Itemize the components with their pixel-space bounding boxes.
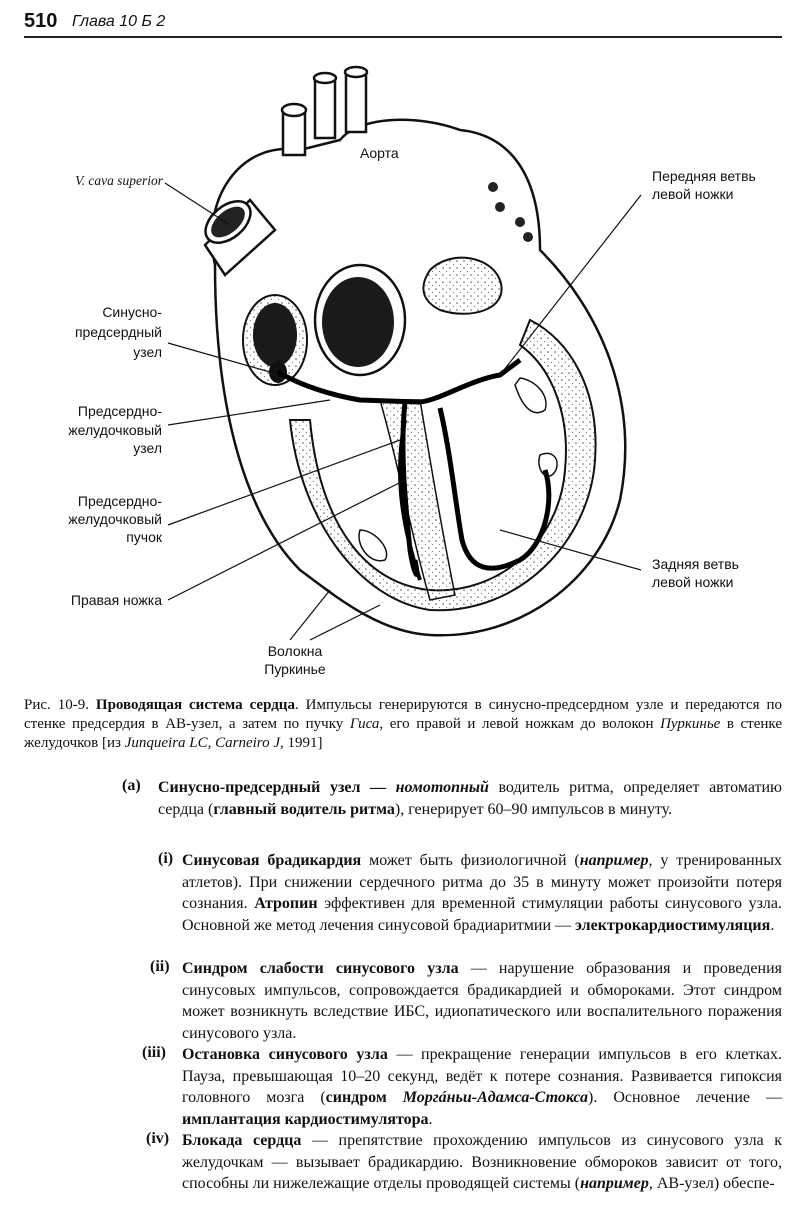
label-bundle-3: пучок xyxy=(126,529,162,545)
caption-gis: Гиса xyxy=(349,716,380,732)
chapter-title: Глава 10 Б 2 xyxy=(72,13,166,30)
text-iv-2: , АВ-узел) обеспе- xyxy=(648,1175,775,1192)
label-anterior-1: Передняя ветвь xyxy=(652,168,756,184)
label-anterior-2: левой ножки xyxy=(652,186,734,202)
term-i-italic: например xyxy=(579,852,649,869)
section-ii: Синдром слабости синусового узла — наруш… xyxy=(182,958,782,1044)
term-iii-2: синдром xyxy=(325,1089,403,1106)
text-i-3: эффективен для временной стимуляции рабо… xyxy=(182,895,782,934)
label-av-3: узел xyxy=(133,440,162,456)
marker-a: (a) xyxy=(122,777,141,794)
heart-figure: Аорта V. cava superior Передняя ветвь ле… xyxy=(0,40,799,690)
section-a: Синусно-предсердный узел — номотопный во… xyxy=(158,777,782,820)
text-i-2: , у тренированных атлетов). При снижении… xyxy=(182,852,782,912)
term-iv-italic: например xyxy=(580,1175,649,1192)
text-i-4: . xyxy=(770,916,775,934)
term-iv: Блокада сердца xyxy=(182,1132,302,1149)
term-iii: Остановка синусового узла xyxy=(182,1046,388,1063)
label-right-bundle: Правая ножка xyxy=(70,592,162,608)
caption-text-1: . Импульсы генерируются в синусно-предсе… xyxy=(24,697,782,732)
text-a-2: ), генерирует 60–90 импульсов в минуту. xyxy=(394,800,673,818)
label-aorta: Аорта xyxy=(360,145,399,161)
label-bundle-2: желудочковый xyxy=(68,511,162,527)
marker-ii: (ii) xyxy=(150,958,170,975)
caption-text-2: , его правой и левой ножкам до волокон xyxy=(379,716,661,732)
caption-purkinje: Пуркинье xyxy=(660,716,721,732)
caption-source: Junqueira LC, Carneiro J xyxy=(124,735,280,751)
marker-i: (i) xyxy=(158,850,174,867)
label-sa-3: узел xyxy=(133,344,162,360)
section-iv: Блокада сердца — препятствие прохождению… xyxy=(182,1130,782,1195)
section-iii: Остановка синусового узла — прекращение … xyxy=(182,1044,782,1130)
label-sa-2: предсердный xyxy=(74,324,162,340)
text-ii-1: — нарушение образования и проведения син… xyxy=(182,960,783,1042)
conduction-path xyxy=(276,358,522,405)
text-a-1: водитель ритма, определяет автоматию сер… xyxy=(158,779,783,818)
term-i-3: электрокардиостимуляция xyxy=(575,916,771,934)
label-vena-cava: V. cava superior xyxy=(75,173,163,188)
marker-iv: (iv) xyxy=(146,1130,170,1147)
figure-caption: Рис. 10-9. Проводящая система сердца. Им… xyxy=(24,696,782,753)
caption-text-4: , 1991] xyxy=(280,735,323,751)
section-i: Синусовая брадикардия может быть физиоло… xyxy=(182,850,782,936)
term-a-2: главный водитель ритма xyxy=(213,800,395,818)
text-iii-3: . xyxy=(428,1110,433,1128)
page-header: 510 Глава 10 Б 2 xyxy=(24,10,782,38)
term-i-2: Атропин xyxy=(254,895,318,912)
label-posterior-2: левой ножки xyxy=(652,574,734,590)
caption-title: Проводящая система сердца xyxy=(95,697,295,713)
text-iii-2: ). Основное лечение — xyxy=(588,1089,782,1106)
label-purkinje-1: Волокна xyxy=(267,643,323,659)
term-iii-italic: Моргáньи-Адамса-Стокса xyxy=(402,1089,588,1106)
text-i-1: может быть физиологичной ( xyxy=(361,852,580,869)
term-iii-3: имплантация кардиостимулятора xyxy=(182,1110,429,1128)
heart-illustration xyxy=(164,65,642,641)
text-iv-1: — препятствие прохождению импульсов из с… xyxy=(182,1132,783,1192)
label-purkinje-2: Пуркинье xyxy=(264,661,326,677)
label-posterior-1: Задняя ветвь xyxy=(652,556,739,572)
page-number: 510 xyxy=(24,10,58,32)
term-ii: Синдром слабости синусового узла xyxy=(182,960,459,977)
caption-text-3: в стенке желудочков [из xyxy=(24,716,782,751)
label-av-2: желудочковый xyxy=(68,422,162,438)
term-a: Синусно-предсердный узел — xyxy=(158,779,387,796)
text-iii-1: — прекращение генерации импульсов в его … xyxy=(182,1046,783,1106)
septum xyxy=(379,399,456,601)
label-sa-1: Синусно- xyxy=(102,304,162,320)
caption-prefix: Рис. 10-9. xyxy=(24,697,96,713)
marker-iii: (iii) xyxy=(142,1044,166,1061)
ventricle-wall xyxy=(288,318,597,612)
term-a-italic: номотопный xyxy=(395,779,489,796)
label-av-1: Предсердно- xyxy=(77,403,162,419)
label-bundle-1: Предсердно- xyxy=(77,493,162,509)
term-i: Синусовая брадикардия xyxy=(182,852,362,869)
